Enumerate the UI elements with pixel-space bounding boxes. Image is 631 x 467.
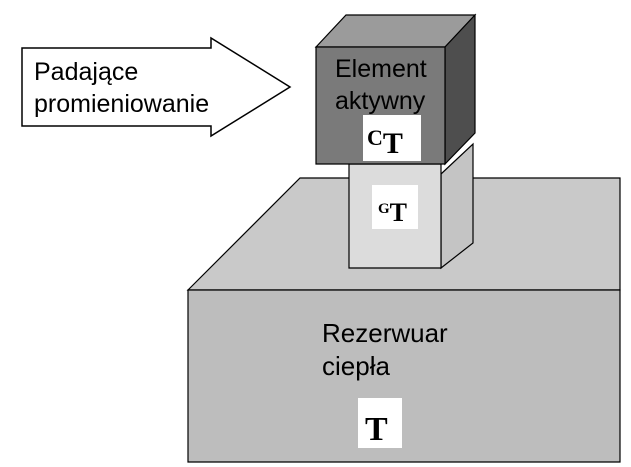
thermal-link-block: GT <box>348 142 474 270</box>
arrow-label-line1: Padające <box>34 58 138 86</box>
link-symbol-main: G <box>378 201 390 217</box>
active-symbol-sub: T <box>383 127 403 160</box>
reservoir-symbol-box <box>358 398 402 448</box>
link-symbol-sub: T <box>390 198 407 227</box>
active-heat-capacity-symbol: CT <box>367 125 403 160</box>
active-element-block: Element aktywny CT <box>314 13 477 166</box>
link-conductance-symbol: GT <box>378 198 407 227</box>
link-symbol-box <box>372 185 418 229</box>
reservoir-label-line2: ciepła <box>322 351 390 381</box>
incident-radiation-arrow: Padające promieniowanie <box>21 36 292 138</box>
active-symbol-main: C <box>367 125 383 150</box>
reservoir-temperature-symbol: T <box>365 411 388 448</box>
active-label-line2: aktywny <box>335 87 426 115</box>
active-symbol-box <box>363 115 421 161</box>
arrow-label-line2: promieniowanie <box>34 90 209 118</box>
arrow-shape <box>21 36 292 138</box>
active-label-line1: Element <box>335 55 427 83</box>
heat-reservoir-block: Rezerwuar ciepła T <box>186 177 621 463</box>
reservoir-front-face <box>187 289 621 463</box>
reservoir-label-line1: Rezerwuar <box>322 318 448 348</box>
